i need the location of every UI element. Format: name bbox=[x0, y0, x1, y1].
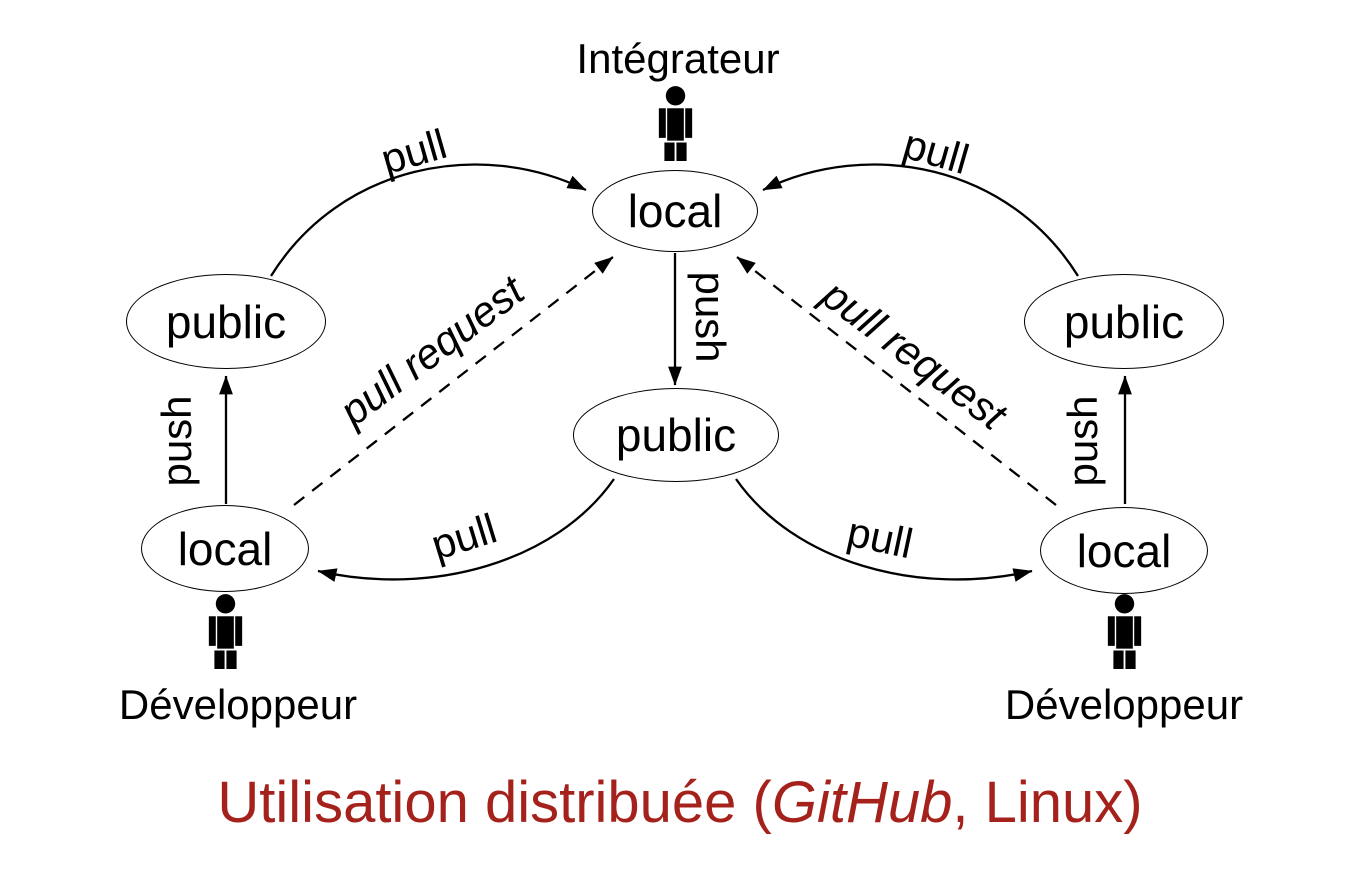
caption-emphasis-github: GitHub bbox=[771, 770, 953, 835]
node-left-public: public bbox=[126, 274, 326, 369]
label-push-left: push bbox=[153, 395, 200, 487]
actor-label-integrator: Intégrateur bbox=[576, 35, 780, 82]
node-left-local: local bbox=[141, 505, 309, 592]
edge-pull-top-right bbox=[762, 163, 1079, 277]
edge-pull-bottom-right bbox=[735, 478, 1033, 582]
edge-pull-request-left bbox=[293, 256, 614, 506]
node-integrator-local: local bbox=[592, 170, 758, 252]
node-right-local: local bbox=[1040, 507, 1208, 594]
caption-text-after: , Linux) bbox=[952, 770, 1143, 835]
caption-text-before: Utilisation distribuée ( bbox=[217, 770, 772, 835]
actor-label-developer-right: Développeur bbox=[1004, 681, 1244, 728]
node-right-public: public bbox=[1024, 274, 1224, 369]
node-center-public: public bbox=[573, 388, 779, 482]
caption-title: Utilisation distribuée (GitHub, Linux) bbox=[217, 774, 1142, 832]
edge-pull-bottom-left bbox=[317, 478, 615, 582]
person-icon-integrator bbox=[658, 86, 693, 161]
edge-pull-top-left bbox=[270, 163, 587, 277]
actor-label-developer-left: Développeur bbox=[118, 681, 358, 728]
label-push-right: push bbox=[1059, 395, 1106, 487]
edge-pull-request-right bbox=[736, 256, 1057, 506]
person-icon-developer-right bbox=[1107, 594, 1142, 669]
label-push-center: push bbox=[687, 271, 734, 363]
person-icon-developer-left bbox=[208, 594, 243, 669]
